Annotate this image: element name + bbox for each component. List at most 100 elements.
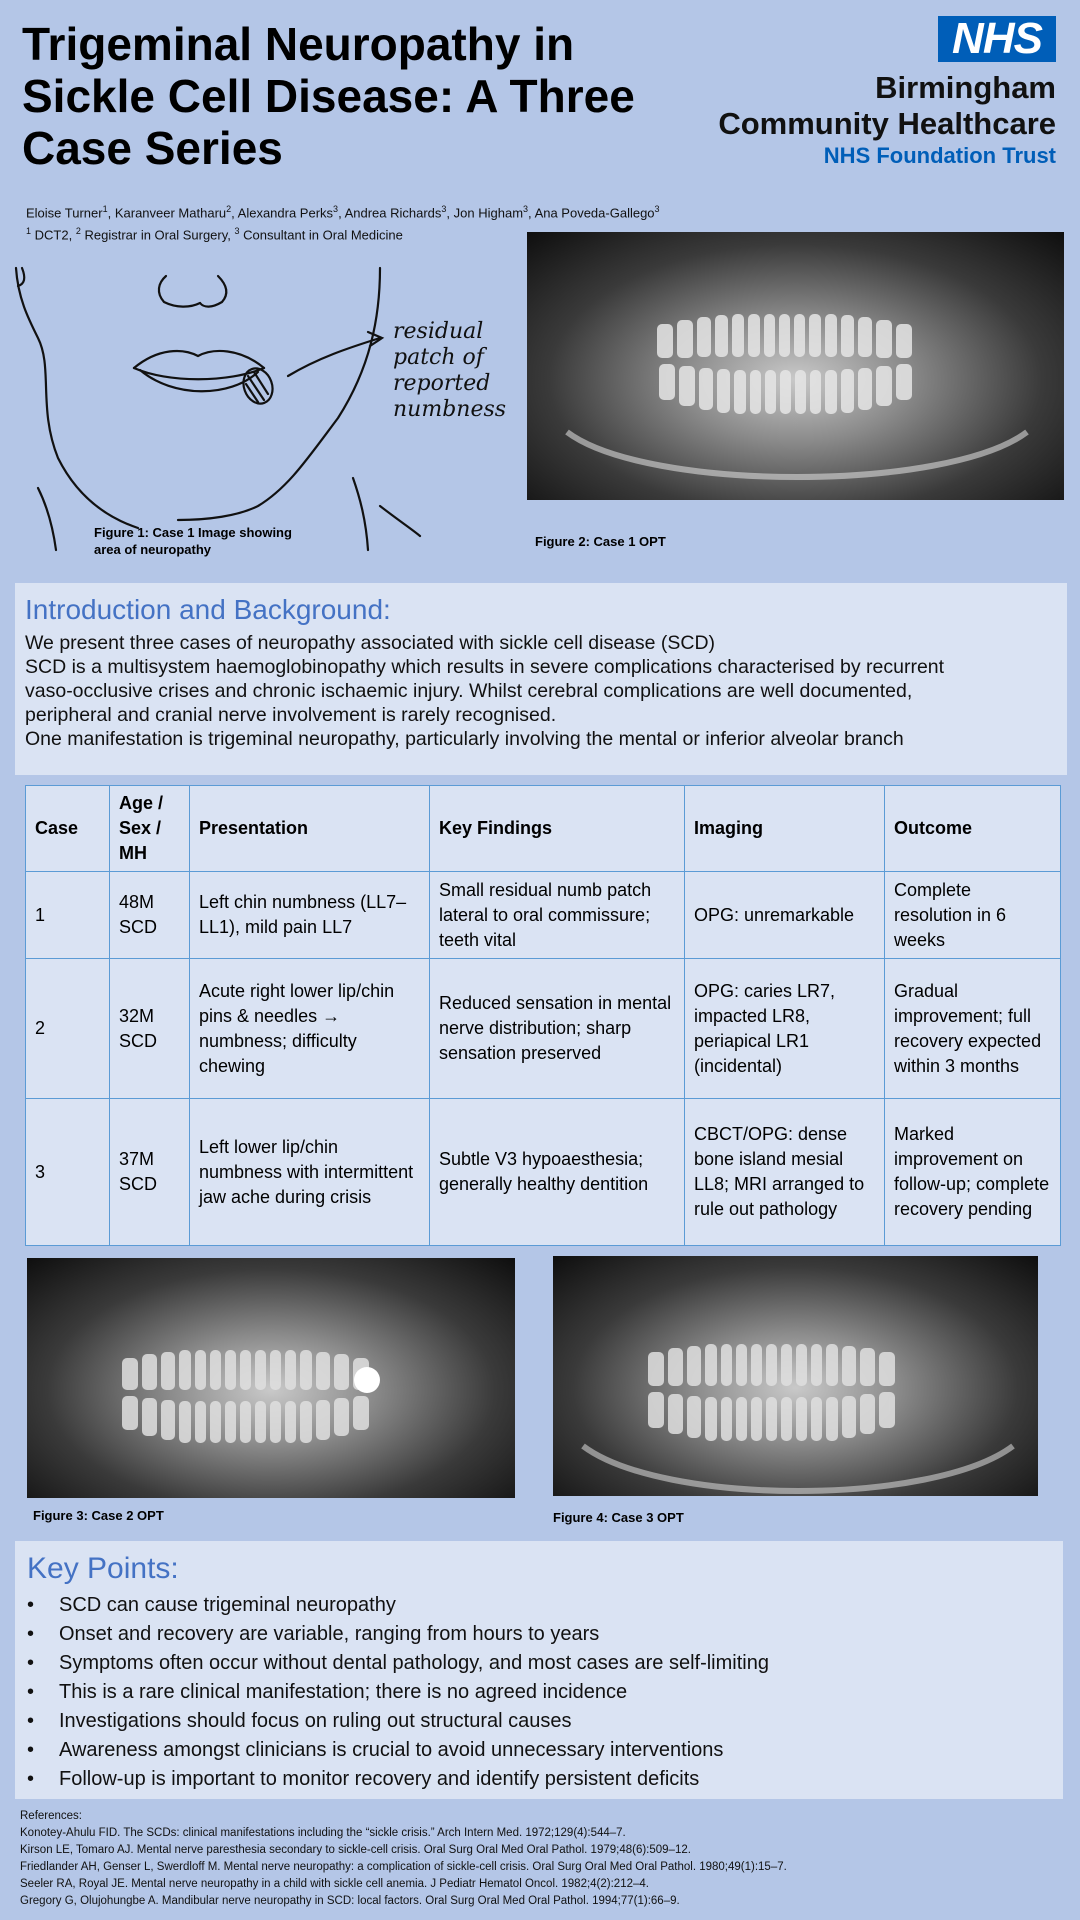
- references: References: Konotey-Ahulu FID. The SCDs:…: [20, 1808, 787, 1910]
- header-key-findings: Key Findings: [429, 785, 685, 872]
- key-point-item: • Awareness amongst clinicians is crucial…: [27, 1736, 1053, 1765]
- cell-key-findings: Reduced sensation in mental nerve distri…: [429, 958, 685, 1099]
- figure-1-caption-line-1: Figure 1: Case 1 Image showing: [94, 525, 292, 540]
- author-name: Alexandra Perks: [237, 205, 334, 221]
- case-table-container: Case Age / Sex / MH Presentation Key Fin…: [25, 785, 1061, 1246]
- author-affiliation-marker: 2: [226, 204, 232, 214]
- author-names: Eloise Turner1, Karanveer Matharu2, Alex…: [26, 204, 660, 221]
- cell-outcome: Complete resolution in 6 weeks: [884, 871, 1061, 959]
- face-line-drawing: residual patch of reported numbness: [14, 266, 506, 552]
- cell-imaging: CBCT/OPG: dense bone island mesial LL8; …: [684, 1098, 885, 1246]
- organisation-name: Birmingham Community Healthcare: [718, 70, 1056, 142]
- key-point-item: • Onset and recovery are variable, rangin…: [27, 1620, 1053, 1649]
- bullet-icon: •: [27, 1768, 35, 1790]
- key-point-text: Investigations should focus on ruling ou…: [59, 1710, 572, 1732]
- header-imaging: Imaging: [684, 785, 885, 872]
- reference-item: Gregory G, Olujohungbe A. Mandibular ner…: [20, 1895, 680, 1907]
- key-point-item: •This is a rare clinical manifestation; …: [27, 1678, 1053, 1707]
- org-line-1: Birmingham: [875, 70, 1056, 105]
- bullet-icon: •: [27, 1681, 35, 1703]
- table-header-row: Case Age / Sex / MH Presentation Key Fin…: [25, 785, 1061, 872]
- key-point-text: Awareness amongst clinicians is crucial …: [59, 1739, 724, 1761]
- author-affiliation-marker: 3: [441, 204, 447, 214]
- introduction-panel: Introduction and Background: We present …: [15, 583, 1067, 775]
- annotation-line-1: residual: [393, 319, 483, 344]
- bullet-icon: •: [27, 1652, 35, 1674]
- bullet-icon: •: [27, 1710, 35, 1732]
- affiliation-text: DCT2,: [34, 227, 73, 243]
- references-list: Konotey-Ahulu FID. The SCDs: clinical ma…: [20, 1825, 787, 1910]
- org-line-2: Community Healthcare: [718, 106, 1056, 141]
- cell-age-sex-mh: 48M SCD: [109, 871, 190, 959]
- annotation-line-2: patch of: [393, 345, 488, 370]
- key-point-text: Symptoms often occur without dental path…: [59, 1652, 769, 1674]
- annotation-line-3: reported: [393, 371, 490, 396]
- author-block: Eloise Turner1, Karanveer Matharu2, Alex…: [26, 200, 660, 245]
- key-point-text: SCD can cause trigeminal neuropathy: [59, 1594, 396, 1616]
- table-row: 1 48M SCD Left chin numbness (LL7–LL1), …: [25, 871, 1061, 959]
- header-case: Case: [25, 785, 110, 872]
- reference-item: Seeler RA, Royal JE. Mental nerve neurop…: [20, 1878, 649, 1890]
- cell-age-sex-mh: 37M SCD: [109, 1098, 190, 1246]
- cell-case: 3: [25, 1098, 110, 1246]
- figure-1-caption: Figure 1: Case 1 Image showing area of n…: [94, 524, 292, 558]
- cell-presentation: Acute right lower lip/chin pins & needle…: [189, 958, 430, 1099]
- key-points-list: • SCD can cause trigeminal neuropathy • Ons…: [27, 1591, 1053, 1794]
- author-affiliation-marker: 3: [333, 204, 339, 214]
- key-point-item: • SCD can cause trigeminal neuropathy: [27, 1591, 1053, 1620]
- intro-line-5: One manifestation is trigeminal neuropat…: [25, 728, 904, 750]
- reference-item: Kirson LE, Tomaro AJ. Mental nerve pares…: [20, 1844, 691, 1856]
- author-affiliation-marker: 3: [523, 204, 529, 214]
- key-point-text: Follow-up is important to monitor recove…: [59, 1768, 700, 1790]
- bullet-icon: •: [27, 1594, 35, 1616]
- author-affiliation-marker: 3: [654, 204, 660, 214]
- trust-name: NHS Foundation Trust: [823, 143, 1056, 168]
- key-point-item: • Symptoms often occur without dental pat…: [27, 1649, 1053, 1678]
- cell-case: 1: [25, 871, 110, 959]
- author-name: Jon Higham: [453, 205, 524, 221]
- case-table: Case Age / Sex / MH Presentation Key Fin…: [25, 785, 1061, 1246]
- key-point-text: Onset and recovery are variable, ranging…: [59, 1623, 600, 1645]
- references-heading: References:: [20, 1810, 83, 1822]
- author-name: Karanveer Matharu: [114, 205, 227, 221]
- intro-line-3: vaso-occlusive crises and chronic ischae…: [25, 680, 913, 702]
- affiliation-text: Registrar in Oral Surgery,: [84, 227, 231, 243]
- poster-title: Trigeminal Neuropathy in Sickle Cell Dis…: [22, 18, 635, 174]
- author-name: Andrea Richards: [344, 205, 442, 221]
- figure-3-caption: Figure 3: Case 2 OPT: [33, 1508, 164, 1523]
- intro-line-2: SCD is a multisystem haemoglobinopathy w…: [25, 656, 945, 678]
- intro-line-4: peripheral and cranial nerve involvement…: [25, 704, 557, 726]
- reference-item: Friedlander AH, Genser L, Swerdloff M. M…: [20, 1861, 787, 1873]
- key-points-panel: Key Points: •SCD can cause trigeminal ne…: [15, 1541, 1063, 1799]
- nhs-logo: NHS: [938, 16, 1056, 62]
- figure-2-caption: Figure 2: Case 1 OPT: [535, 534, 666, 549]
- introduction-heading: Introduction and Background:: [25, 594, 391, 625]
- cell-key-findings: Small residual numb patch lateral to ora…: [429, 871, 685, 959]
- figure-4-caption: Figure 4: Case 3 OPT: [553, 1510, 684, 1525]
- cell-imaging: OPG: unremarkable: [684, 871, 885, 959]
- author-affiliation-marker: 1: [102, 204, 108, 214]
- affiliation-marker: 3: [234, 226, 240, 237]
- table-row: 3 37M SCD Left lower lip/chin numbness w…: [25, 1098, 1061, 1246]
- cell-age-sex-mh: 32M SCD: [109, 958, 190, 1099]
- affiliation-text: Consultant in Oral Medicine: [243, 227, 403, 243]
- bullet-icon: •: [27, 1739, 35, 1761]
- key-point-item: • Follow-up is important to monitor recov…: [27, 1765, 1053, 1794]
- cell-key-findings: Subtle V3 hypoaesthesia; generally healt…: [429, 1098, 685, 1246]
- cell-outcome: Marked improvement on follow-up; complet…: [884, 1098, 1061, 1246]
- annotation-line-4: numbness: [393, 397, 506, 422]
- header-presentation: Presentation: [189, 785, 430, 872]
- bullet-icon: •: [27, 1623, 35, 1645]
- cell-presentation: Left lower lip/chin numbness with interm…: [189, 1098, 430, 1246]
- intro-line-1: We present three cases of neuropathy ass…: [25, 632, 716, 654]
- reference-item: Konotey-Ahulu FID. The SCDs: clinical ma…: [20, 1827, 626, 1839]
- face-sketch-figure: residual patch of reported numbness: [8, 258, 508, 558]
- opg-xray-case-3: [553, 1256, 1038, 1496]
- affiliations: 1 DCT2, 2 Registrar in Oral Surgery, 3 C…: [26, 222, 660, 244]
- cell-presentation: Left chin numbness (LL7–LL1), mild pain …: [189, 871, 430, 959]
- header-outcome: Outcome: [884, 785, 1061, 872]
- header-age-sex-mh: Age / Sex / MH: [109, 785, 190, 872]
- author-name: Ana Poveda-Gallego: [534, 205, 655, 221]
- affiliation-marker: 1: [26, 226, 32, 237]
- opg-xray-case-1: [527, 232, 1064, 500]
